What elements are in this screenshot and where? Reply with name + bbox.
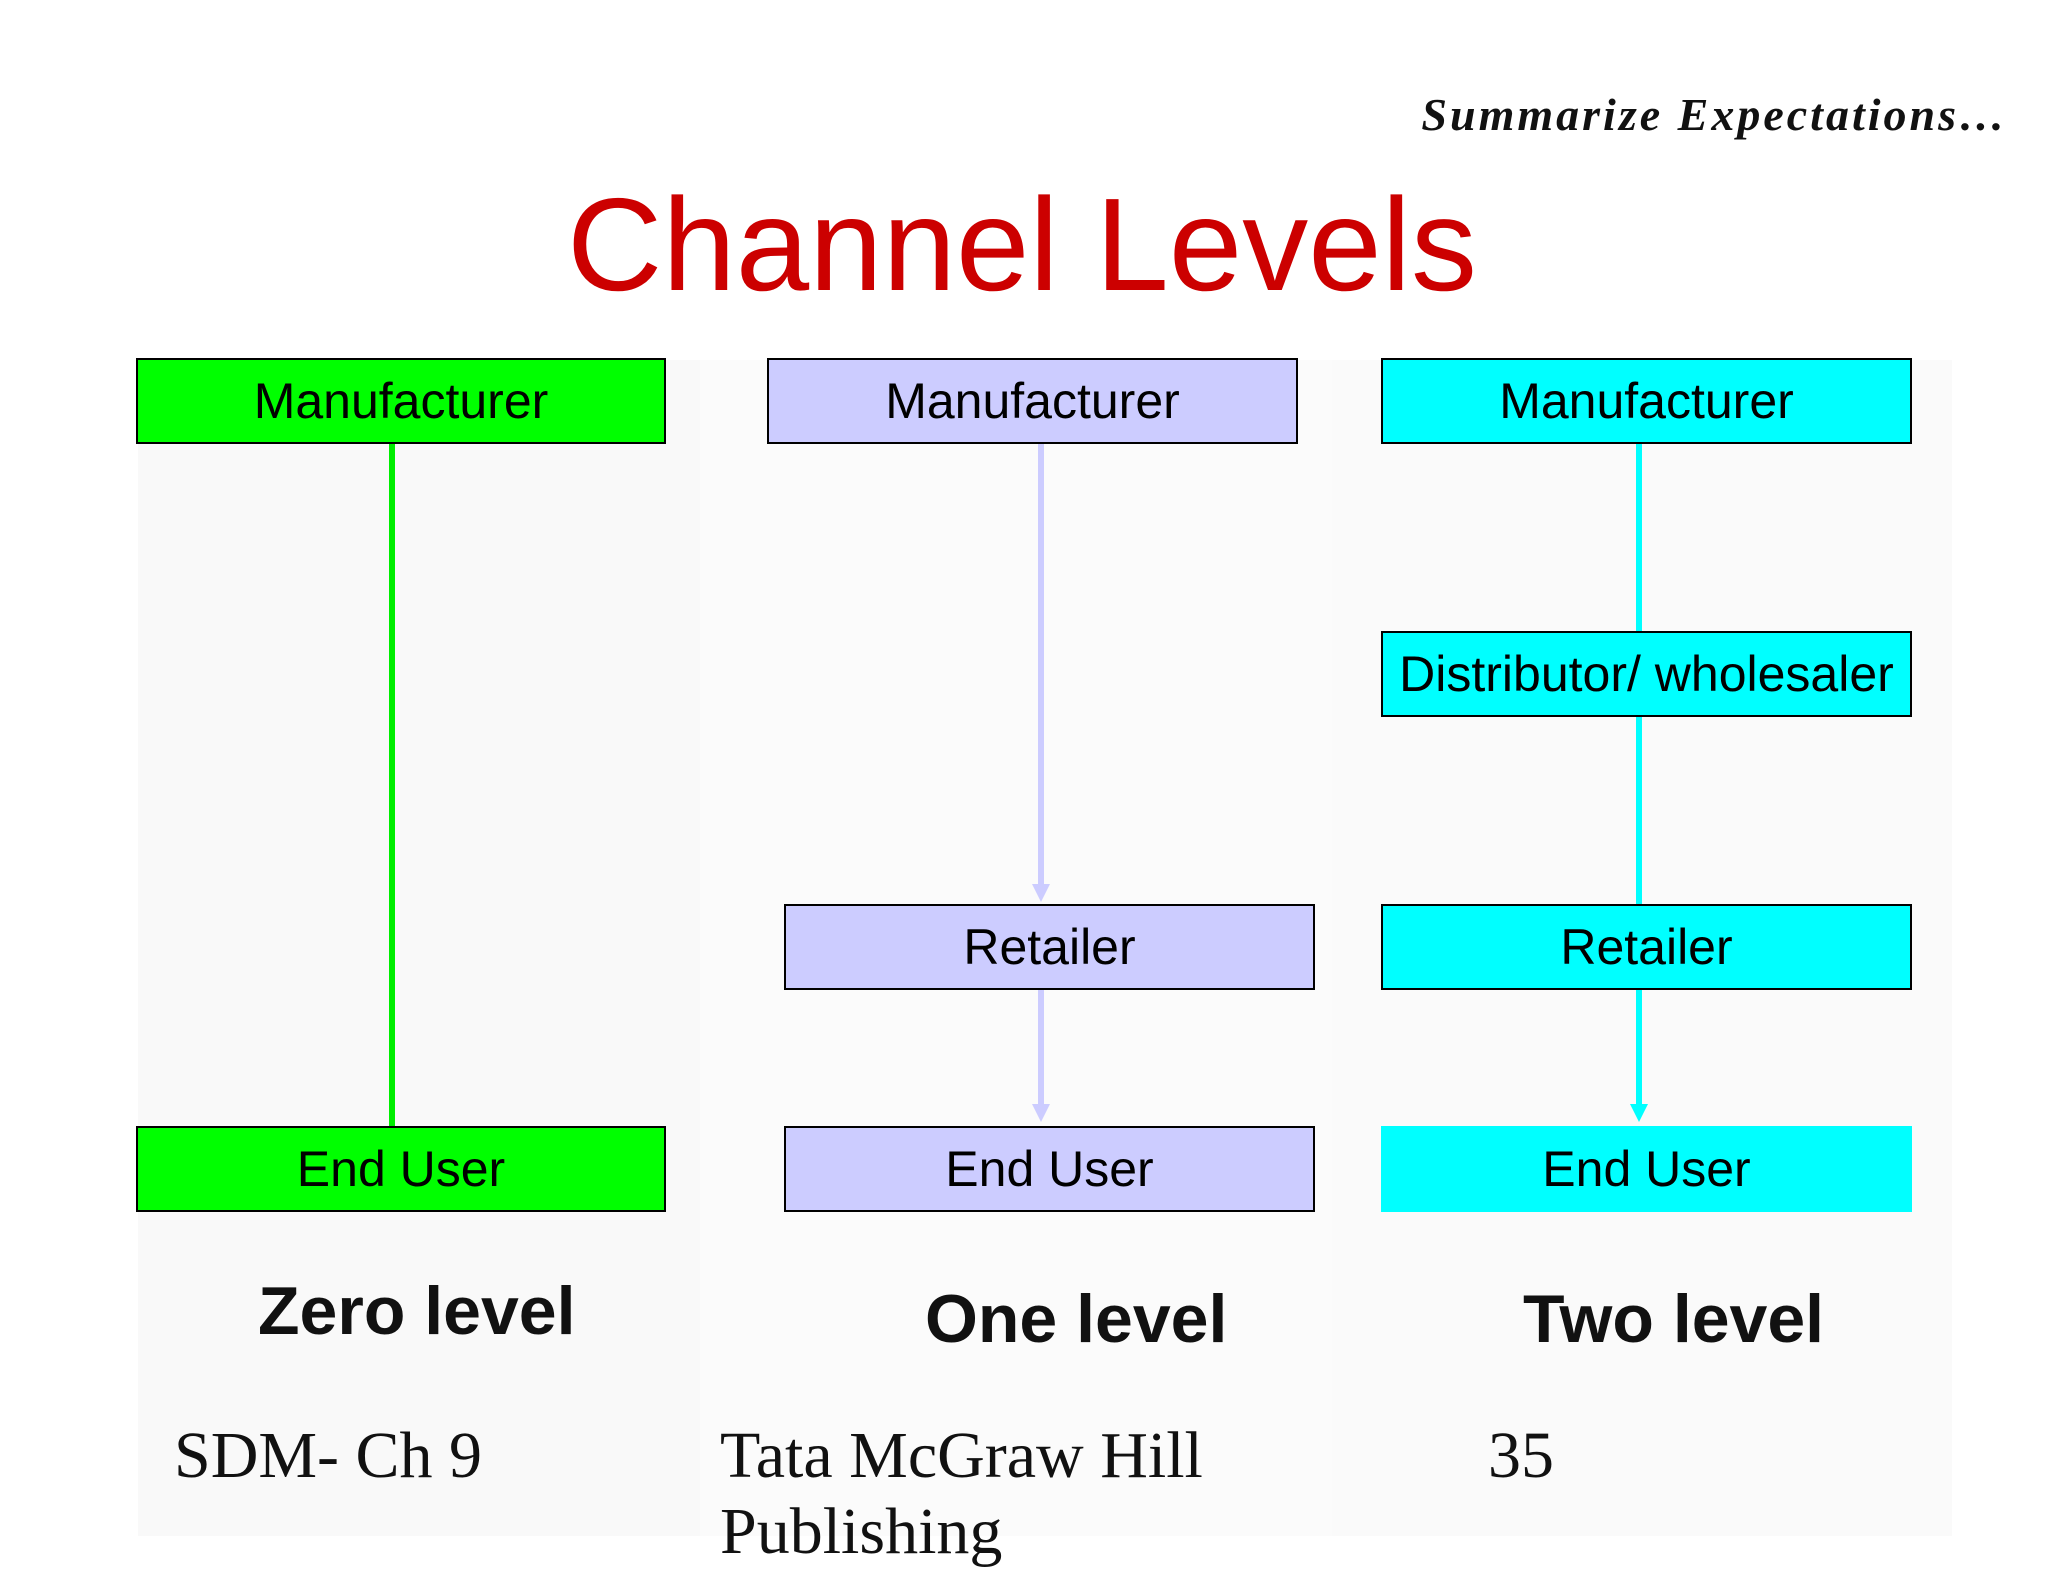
two-level-distributor-label: Distributor/ wholesaler (1399, 646, 1894, 702)
two-level-end-user-label: End User (1542, 1141, 1751, 1197)
one-level-label: One level (925, 1281, 1228, 1357)
two-level-manufacturer-label: Manufacturer (1499, 373, 1794, 429)
two-level-connector-1 (1636, 444, 1642, 632)
two-level-retailer-label: Retailer (1560, 919, 1733, 975)
one-level-arrowhead-1 (1032, 884, 1050, 902)
footer-publisher-text: Tata McGraw Hill Publishing (720, 1419, 1203, 1568)
slide-title: Channel Levels (567, 171, 1477, 318)
one-level-retailer-label: Retailer (963, 919, 1136, 975)
zero-level-connector (389, 444, 395, 1128)
two-level-label: Two level (1523, 1281, 1825, 1357)
two-level-retailer-box: Retailer (1381, 904, 1912, 990)
two-level-distributor-box: Distributor/ wholesaler (1381, 631, 1912, 717)
one-level-retailer-box: Retailer (784, 904, 1315, 990)
zero-level-manufacturer-box: Manufacturer (136, 358, 666, 444)
zero-level-end-user-label: End User (296, 1141, 506, 1197)
two-level-connector-2 (1636, 716, 1642, 904)
two-level-connector-3 (1636, 990, 1642, 1104)
two-level-end-user-box: End User (1381, 1126, 1912, 1212)
footer-publisher: Tata McGraw Hill Publishing (720, 1418, 1240, 1570)
two-level-manufacturer-box: Manufacturer (1381, 358, 1912, 444)
zero-level-manufacturer-label: Manufacturer (253, 373, 549, 429)
one-level-end-user-box: End User (784, 1126, 1315, 1212)
one-level-manufacturer-box: Manufacturer (767, 358, 1298, 444)
one-level-connector-2 (1038, 990, 1044, 1104)
one-level-manufacturer-label: Manufacturer (885, 373, 1180, 429)
one-level-arrowhead-2 (1032, 1104, 1050, 1122)
tagline: Summarize Expectations… (1421, 89, 2008, 140)
zero-level-panel (138, 360, 700, 1536)
zero-level-end-user-box: End User (136, 1126, 666, 1212)
zero-level-label: Zero level (258, 1273, 576, 1349)
one-level-connector-1 (1038, 444, 1044, 884)
footer-page-number: 35 (1488, 1419, 1554, 1492)
one-level-end-user-label: End User (945, 1141, 1154, 1197)
footer-chapter: SDM- Ch 9 (174, 1419, 483, 1492)
two-level-arrowhead (1630, 1104, 1648, 1122)
